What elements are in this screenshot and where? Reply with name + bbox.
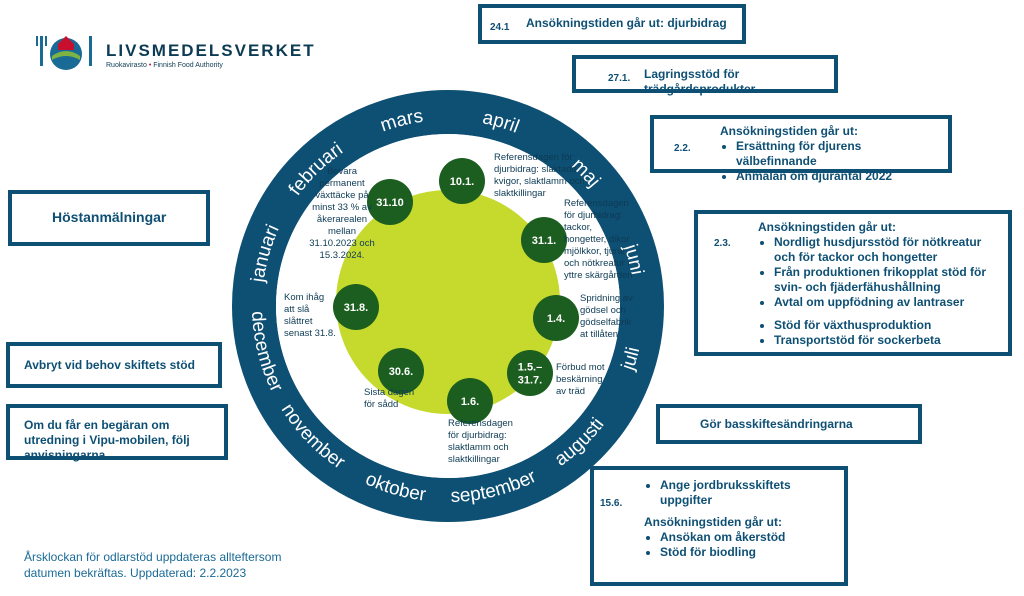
callout-title: Avbryt vid behov skiftets stöd [24, 358, 195, 372]
date-dot-label: 10.1. [450, 176, 474, 188]
date-annotation: 15.3.2024. [320, 250, 365, 261]
date-annotation: för sådd [364, 399, 398, 410]
logo-subtitle: Ruokavirasto • Finnish Food Authority [106, 62, 223, 69]
month-ring [232, 90, 664, 522]
date-dot-label: 31.10 [376, 197, 404, 209]
callout-item: Stöd för växthusproduktion [774, 318, 998, 333]
callout-title: Ansökningstiden går ut: [758, 220, 896, 234]
date-annotation: senast 31.8. [284, 328, 336, 339]
callout-vipu: Om du får en begäran om utredning i Vipu… [6, 404, 228, 462]
date-dot [521, 217, 567, 263]
date-dot [439, 158, 485, 204]
date-annotation: slåttret [284, 316, 313, 327]
callout-2-2: 2.2. Ansökningstiden går ut: Ersättning … [650, 115, 952, 183]
callout-title: Ansökningstiden går ut: djurbidrag [526, 16, 727, 30]
date-annotation: Förbud mot [556, 362, 605, 373]
callout-title: Ansökningstiden går ut: [720, 124, 858, 138]
date-annotation: slaktkillingar [494, 188, 546, 199]
date-dot [533, 295, 579, 341]
date-dot [507, 350, 553, 396]
callout-15-6: 15.6. Ange jordbruksskiftets uppgifter A… [590, 466, 848, 586]
callout-title: Ansökningstiden går ut: [644, 515, 782, 529]
logo-wordmark: LIVSMEDELSVERKET [106, 41, 316, 60]
callout-item: Transportstöd för sockerbeta [774, 333, 998, 348]
date-annotation: gödselfabrik [580, 317, 631, 328]
date-dot [378, 348, 424, 394]
date-annotation: Referensdagen [448, 418, 513, 429]
date-annotation: gödsel och [580, 305, 626, 316]
callout-item: Avtal om uppfödning av lantraser [774, 295, 998, 310]
date-annotation: at tillåten [580, 329, 618, 340]
date-dot-label: 1.6. [461, 396, 479, 408]
callout-27-1: 27.1. Lagringsstöd för trädgårdsprodukte… [572, 55, 838, 96]
date-annotation: tackor, [564, 222, 592, 233]
date-dot [333, 284, 379, 330]
date-annotation: åkerarealen [317, 214, 367, 225]
date-annotation: växttäcke på [315, 190, 369, 201]
callout-item: Ansökan om åkerstöd [660, 530, 834, 545]
callout-hostanmalningar: Höstanmälningar [8, 190, 210, 246]
callout-title: Höstanmälningar [52, 209, 167, 225]
footer-note: Årsklockan för odlarstöd uppdateras allt… [24, 550, 282, 580]
date-annotation: slaktlamm och [448, 442, 509, 453]
callout-item: Stöd för biodling [660, 545, 834, 560]
date-annotation: slaktkillingar [448, 454, 500, 465]
date-annotation: beskärning [556, 374, 602, 385]
callout-date: 24.1 [490, 22, 510, 33]
date-annotation: Referensdagen för [494, 152, 573, 163]
callout-24-1: 24.1 Ansökningstiden går ut: djurbidrag [478, 4, 746, 44]
date-dot-label: 31.8. [344, 302, 368, 314]
date-annotation: Kom ihåg [284, 292, 324, 303]
date-annotation: djurbidrag: slaktade [494, 164, 577, 175]
date-annotation: mellan [328, 226, 356, 237]
date-dot-label: 31.1. [532, 235, 556, 247]
date-annotation: Referensdagen [564, 198, 629, 209]
callout-date: 2.2. [674, 143, 691, 154]
date-annotation: mjölkkor, tjurar [564, 246, 626, 257]
callout-item: Anmälan om djurantal 2022 [736, 169, 938, 184]
date-annotation: yttre skärgården [564, 270, 633, 281]
date-annotation: hongetter, dikor [564, 234, 630, 245]
date-dot [367, 179, 413, 225]
date-annotation: Bevara [327, 166, 358, 177]
callout-basskifte: Gör basskiftesändringarna [656, 404, 922, 444]
callout-title: Lagringsstöd för trädgårdsprodukter [644, 67, 756, 96]
date-annotation: och nötkreatur i [564, 258, 629, 269]
date-annotation: av träd [556, 386, 585, 397]
date-annotation: Spridning av [580, 293, 633, 304]
callout-date: 27.1. [608, 73, 631, 84]
date-annotation: för djurbidrag: [564, 210, 623, 221]
callout-item: Från produktionen frikopplat stöd för sv… [774, 265, 998, 295]
callout-date: 2.3. [714, 238, 731, 249]
date-dot-label: 1.5.– [518, 362, 542, 374]
date-annotation: att slå [284, 304, 310, 315]
date-dot-label: 31.7. [518, 375, 542, 387]
callout-item: Nordligt husdjursstöd för nötkreatur och… [774, 235, 998, 265]
date-dot [447, 378, 493, 424]
callout-2-3: 2.3. Ansökningstiden går ut: Nordligt hu… [694, 210, 1012, 356]
date-annotation: permanent [319, 178, 365, 189]
callout-item: Ersättning för djurens välbefinnande [736, 139, 938, 169]
callout-avbryt: Avbryt vid behov skiftets stöd [6, 342, 222, 388]
date-annotation: 31.10.2023 och [309, 238, 375, 249]
date-annotation: minst 33 % av [312, 202, 372, 213]
date-annotation: Sista dagen [364, 387, 414, 398]
callout-item: Ange jordbruksskiftets uppgifter [660, 478, 834, 508]
date-dot-label: 1.4. [547, 313, 565, 325]
callout-title: Gör basskiftesändringarna [700, 417, 853, 431]
date-annotation: kvigor, slaktlamm och [494, 176, 585, 187]
callout-title: Om du får en begäran om utredning i Vipu… [24, 418, 190, 462]
date-dot-label: 30.6. [389, 366, 413, 378]
logo-icon [36, 36, 92, 70]
date-annotation: för djurbidrag: [448, 430, 507, 441]
callout-date: 15.6. [600, 498, 623, 509]
